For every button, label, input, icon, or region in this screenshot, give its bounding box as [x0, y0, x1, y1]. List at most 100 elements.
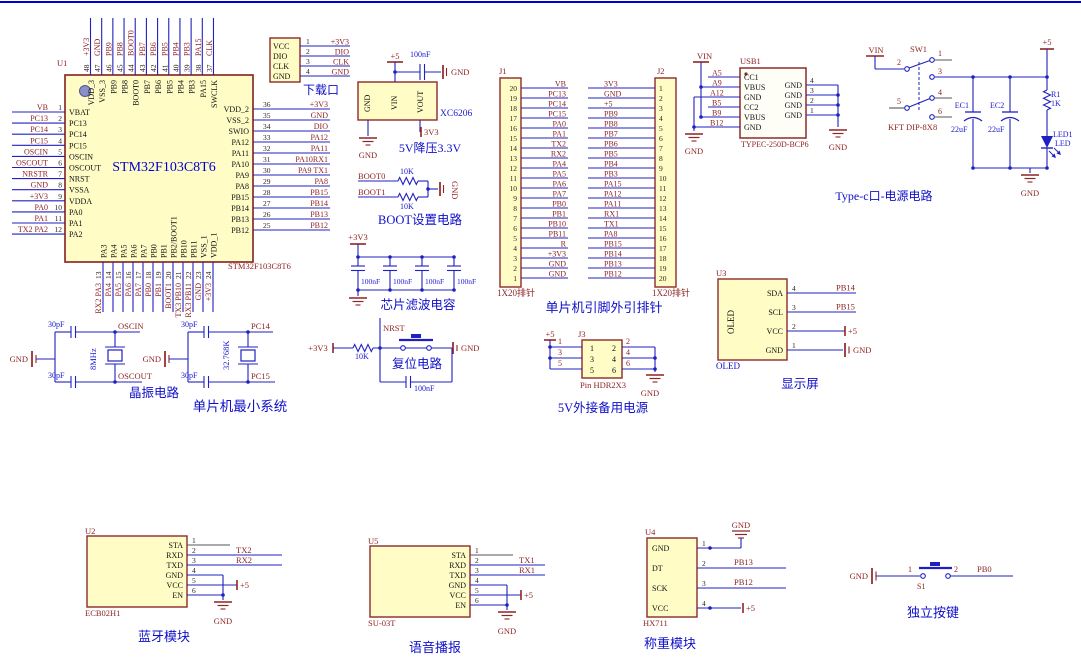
usb-left-pin: B9	[712, 109, 721, 118]
module-pin-num: 5	[192, 576, 196, 585]
u1-right-net: PB15	[310, 188, 328, 197]
u1-right-num: 32	[263, 144, 271, 153]
j3-left-num: 5	[558, 359, 562, 368]
oled-block: U3OLEDSDA4SCL3VCC2GND1PB14PB15+5GNDOLED显…	[716, 268, 871, 391]
j2-num: 14	[659, 214, 667, 223]
u1-left-net: PC14	[30, 125, 48, 134]
u1-bottom-num: 20	[164, 271, 173, 279]
j1-net: PA5	[553, 170, 567, 179]
oled-net: PB14	[836, 283, 856, 293]
u1-bottom-num: 19	[154, 271, 163, 279]
j2-net: 3V3	[604, 80, 618, 89]
u1-top-num: 46	[104, 64, 113, 72]
reset-gnd: GND	[461, 343, 479, 353]
j3-left-num: 3	[558, 348, 562, 357]
j1-net: PB1	[552, 210, 566, 219]
filter-cap-value: 100nF	[425, 277, 444, 286]
sw-num: 4	[938, 88, 942, 97]
boot-net: BOOT1	[358, 187, 385, 197]
u1-left-net: VB	[37, 103, 48, 112]
u1-top-num: 48	[82, 64, 91, 72]
dl-num: 4	[306, 67, 310, 76]
dl-name: DIO	[273, 52, 287, 61]
module-net: TX2	[236, 545, 252, 555]
u1-left-name: OSCOUT	[69, 164, 101, 173]
u1-left-num: 9	[58, 192, 62, 201]
oled-power: +5	[848, 326, 857, 336]
u1-right-num: 28	[263, 188, 271, 197]
key-caption: 独立按键	[907, 605, 959, 620]
u4-designator: U4	[645, 527, 656, 537]
usb-right-name: GND	[785, 111, 803, 120]
u1-right-name: PB12	[231, 226, 249, 235]
xtal-freq: 8MHz	[88, 348, 98, 370]
u1-right-net: +3V3	[310, 100, 328, 109]
u1-bottom-name: PB1	[160, 244, 169, 258]
module-pin-num: 3	[475, 566, 479, 575]
oled-body: OLED	[726, 310, 736, 334]
u1-left-name: PC15	[69, 141, 87, 150]
u1-top-name: BOOT0	[132, 80, 141, 106]
oled-gnd: GND	[853, 345, 871, 355]
u1-top-name: PB8	[121, 80, 130, 94]
j1-num: 16	[510, 124, 518, 133]
pwr-caption: Type-c口-电源电路	[835, 188, 932, 203]
reg-gnd-right: GND	[451, 67, 469, 77]
u1-top-num: 40	[171, 64, 180, 72]
j2-designator: J2	[657, 66, 665, 76]
j2-net: PB4	[604, 160, 618, 169]
u1-right-net: PB13	[310, 210, 328, 219]
dl-name: CLK	[273, 62, 289, 71]
u1-top-name: PB5	[165, 80, 174, 94]
filter-cap-value: 100nF	[457, 277, 476, 286]
u1-left-num: 5	[58, 147, 62, 156]
module-pin-num: 2	[475, 556, 479, 565]
u4-net: PB13	[734, 557, 753, 567]
u1-left-name: VSSA	[69, 186, 90, 195]
u1-top-net: CLK	[205, 40, 214, 56]
xtal-cap-bot: 30pF	[48, 371, 65, 380]
u1-right-num: 31	[263, 155, 271, 164]
j2-net: PB8	[604, 120, 618, 129]
u1-right-name: PA9	[236, 171, 250, 180]
module-gnd: GND	[498, 626, 516, 636]
u1-top-net: +3V3	[82, 38, 91, 56]
j2-num: 18	[659, 254, 667, 263]
u1-bottom-net: TX3 PB10	[174, 283, 183, 317]
u1-right-name: SWIO	[229, 127, 250, 136]
j2-net: PB12	[604, 270, 622, 279]
j1-num: 13	[510, 154, 518, 163]
u1-right-name: VDD_2	[224, 105, 249, 114]
xtal-net-bot: OSCOUT	[118, 371, 153, 381]
u4-pin-name: GND	[652, 544, 670, 553]
u4-caption: 称重模块	[644, 636, 696, 651]
xtal-freq: 32.768K	[221, 340, 231, 370]
module-pin-num: 6	[192, 586, 196, 595]
xtal-gnd: GND	[143, 354, 161, 364]
j1-net: PC13	[548, 90, 566, 99]
usb-part: TYPEC-250D-BCP6	[741, 140, 809, 149]
j2-num: 3	[659, 104, 663, 113]
j3-grid: 1	[590, 344, 594, 353]
j1-num: 8	[513, 204, 517, 213]
usb-left-pin: A9	[712, 79, 722, 88]
usb-gnd-right: GND	[829, 142, 847, 152]
reg-caption: 5V降压3.3V	[399, 141, 462, 155]
reset-caption: 复位电路	[392, 356, 443, 371]
j3-grid: 3	[590, 355, 594, 364]
dl-num: 3	[306, 57, 310, 66]
module-pin-name: TXD	[450, 571, 467, 580]
module-pin-name: EN	[172, 591, 183, 600]
ec1-ref: EC1	[955, 101, 969, 110]
oled-name: VCC	[767, 327, 783, 336]
j1-net: +3V3	[548, 250, 566, 259]
u1-left-name: VDDA	[69, 197, 92, 206]
usb-left-name: VBUS	[744, 113, 765, 122]
key-gnd: GND	[850, 571, 868, 581]
u1-bottom-name: PB11	[190, 241, 199, 259]
